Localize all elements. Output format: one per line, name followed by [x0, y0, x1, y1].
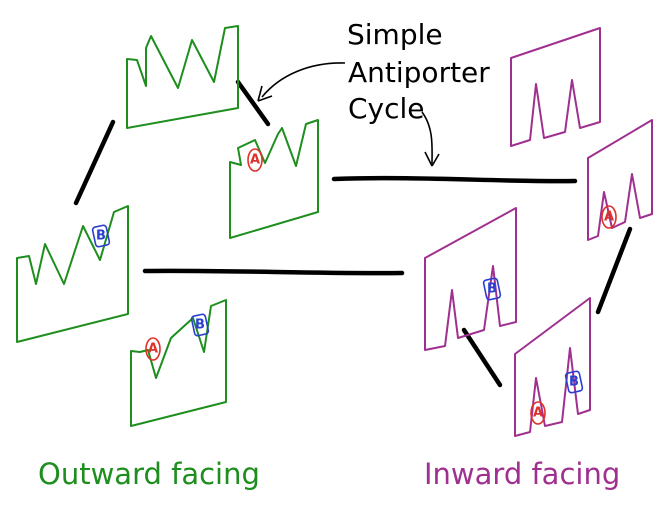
- substrate-b-label: B: [195, 318, 205, 333]
- outward-transporter-b-bound: B: [16, 205, 129, 343]
- substrate-b-label: B: [96, 229, 106, 244]
- substrate-b-box: [190, 313, 210, 337]
- link-empty-to-b-outward: [73, 119, 116, 206]
- outward-transporter-ab-bound: A B: [130, 299, 227, 427]
- title-line-3: Cycle: [348, 92, 425, 125]
- outward-facing-label: Outward facing: [38, 457, 260, 491]
- substrate-a-label: A: [250, 153, 260, 168]
- title-arrows: [257, 62, 440, 167]
- cycle-links: [73, 79, 633, 388]
- substrate-a-label: A: [148, 342, 158, 357]
- outward-transporter-empty: [126, 25, 239, 129]
- arrow-to-outward-cycle: [261, 62, 346, 98]
- link-a-inward-to-ab-inward: [595, 226, 633, 315]
- arrowhead-down: [424, 151, 440, 167]
- substrate-b-box: [91, 224, 111, 248]
- outward-transporter-a-bound: A: [229, 119, 319, 239]
- link-a-outward-to-a-inward: [331, 175, 578, 184]
- inward-transporter-ab-bound: A B: [514, 297, 591, 437]
- title-line-2: Antiporter: [348, 56, 490, 89]
- substrate-b-label: B: [487, 282, 497, 297]
- substrate-a-ellipse: [530, 401, 546, 425]
- arrow-to-top-line: [421, 111, 433, 165]
- link-b-inward-to-ab-inward: [461, 327, 503, 388]
- inward-facing-label: Inward facing: [424, 457, 620, 491]
- inward-transporter-empty: [510, 27, 601, 147]
- arrowhead-left: [257, 85, 273, 102]
- substrate-b-box: [482, 277, 502, 301]
- substrate-a-ellipse: [601, 205, 617, 229]
- inward-transporter-b-bound: B: [424, 207, 517, 351]
- cycle-title: Simple Antiporter Cycle: [347, 18, 490, 125]
- title-line-1: Simple: [347, 18, 443, 51]
- substrate-b-label: B: [569, 375, 579, 390]
- inward-transporter-a-bound: A: [587, 119, 653, 241]
- substrate-a-ellipse: [145, 337, 161, 361]
- substrate-a-label: A: [533, 406, 543, 421]
- substrate-a-ellipse: [247, 148, 263, 172]
- substrate-a-label: A: [604, 210, 614, 225]
- substrate-b-box: [564, 370, 584, 394]
- link-b-outward-to-b-inward: [142, 268, 405, 276]
- link-empty-to-a-outward: [235, 79, 271, 127]
